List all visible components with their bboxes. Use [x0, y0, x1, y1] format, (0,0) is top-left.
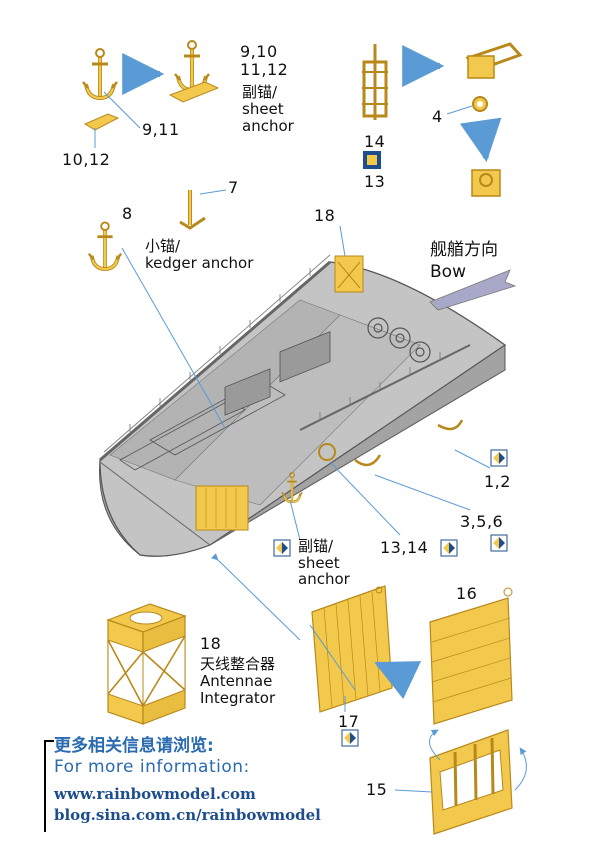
part-label-11-12: 11,12	[240, 60, 289, 79]
etch-icon-3-5-6	[490, 534, 508, 552]
antennae-integrator-18	[106, 603, 187, 725]
etch-icon-1-2	[490, 449, 508, 467]
part-label-10-12: 10,12	[62, 150, 111, 169]
part-label-7: 7	[228, 178, 239, 197]
sheet-anchor-2-en-2: anchor	[298, 570, 350, 588]
antennae-integrator-en-2: Integrator	[200, 689, 276, 707]
footer-blog-link[interactable]: blog.sina.com.cn/rainbowmodel	[54, 806, 321, 824]
footer: 更多相关信息请浏览: For more information: www.rai…	[42, 736, 321, 826]
leader-15	[394, 789, 433, 793]
part-label-15: 15	[366, 780, 388, 799]
antennae-integrator-en-1: Antennae	[200, 672, 273, 690]
footer-bracket-cap	[44, 740, 54, 742]
etch-icon-13-14	[440, 539, 458, 557]
anchor-assembled-base	[168, 81, 220, 103]
footer-website-link[interactable]: www.rainbowmodel.com	[54, 785, 256, 803]
etch-icon-17	[341, 729, 359, 747]
anchor-part-7	[179, 190, 206, 230]
mast-assembled	[465, 42, 523, 79]
step-arrow-down	[459, 117, 502, 163]
installed-davit	[318, 443, 336, 461]
antennae-integrator-zh: 天线整合器	[200, 655, 276, 673]
installed-antenna-18	[334, 255, 364, 293]
installed-plate-side	[195, 485, 249, 531]
sheet-anchor-2-en-1: sheet	[298, 554, 340, 572]
part-13-icon	[363, 151, 381, 169]
frame-part-15	[429, 729, 513, 835]
leader-4	[446, 105, 473, 115]
sheet-anchor-zh: 副锚/	[242, 83, 278, 101]
leader-3-5-6	[374, 474, 471, 511]
part-label-13: 13	[364, 172, 386, 191]
leader-18	[339, 225, 346, 257]
leader-sheet-anchor-2	[289, 499, 301, 541]
leader-panel-to-hull	[211, 553, 301, 641]
leader-1-2	[454, 449, 491, 469]
part-label-9-11: 9,11	[142, 120, 180, 139]
part-label-1-2: 1,2	[484, 472, 511, 491]
installed-bow-fitting	[354, 419, 464, 467]
part-label-18-top: 18	[314, 206, 336, 225]
panel-part-17	[311, 585, 393, 713]
footer-more-info-zh: 更多相关信息请浏览:	[54, 736, 214, 756]
part-label-13-14: 13,14	[380, 538, 429, 557]
footer-more-info-en: For more information:	[54, 757, 250, 777]
sheet-anchor-2-zh: 副锚/	[298, 537, 334, 555]
leader-kedger	[121, 247, 226, 429]
etch-icon-sheet-anchor	[273, 539, 291, 557]
part-label-18-bottom: 18	[200, 634, 222, 653]
leader-13-14	[329, 461, 401, 536]
step-arrow-panel	[374, 661, 422, 700]
leader-17a	[309, 624, 356, 691]
sheet-anchor-en-2: anchor	[242, 117, 294, 135]
leader-9-11	[103, 91, 141, 129]
bow-direction-arrow	[429, 269, 517, 311]
part-label-4: 4	[432, 107, 443, 126]
bow-direction-zh: 舰艏方向	[430, 240, 498, 260]
sheet-anchor-en-1: sheet	[242, 100, 284, 118]
part-label-8: 8	[122, 204, 133, 223]
footer-bracket	[44, 740, 46, 832]
mast-final	[471, 169, 501, 197]
anchor-part-9	[81, 47, 119, 100]
kedger-anchor-zh: 小锚/	[145, 237, 181, 255]
part-label-9-10: 9,10	[240, 42, 278, 61]
fold-arrow-right	[514, 747, 527, 791]
anchor-base-10	[83, 113, 120, 131]
part-label-3-5-6: 3,5,6	[460, 512, 504, 531]
part-label-17: 17	[338, 712, 360, 731]
fold-arrow-left	[429, 729, 441, 761]
part-label-16: 16	[456, 584, 478, 603]
part-label-14: 14	[364, 132, 386, 151]
kedger-anchor-en: kedger anchor	[145, 254, 254, 272]
bow-direction-en: Bow	[430, 262, 466, 282]
anchor-part-8	[86, 220, 124, 271]
panel-part-16	[429, 587, 513, 725]
leader-7	[199, 189, 227, 195]
mast-part-14	[362, 44, 388, 120]
